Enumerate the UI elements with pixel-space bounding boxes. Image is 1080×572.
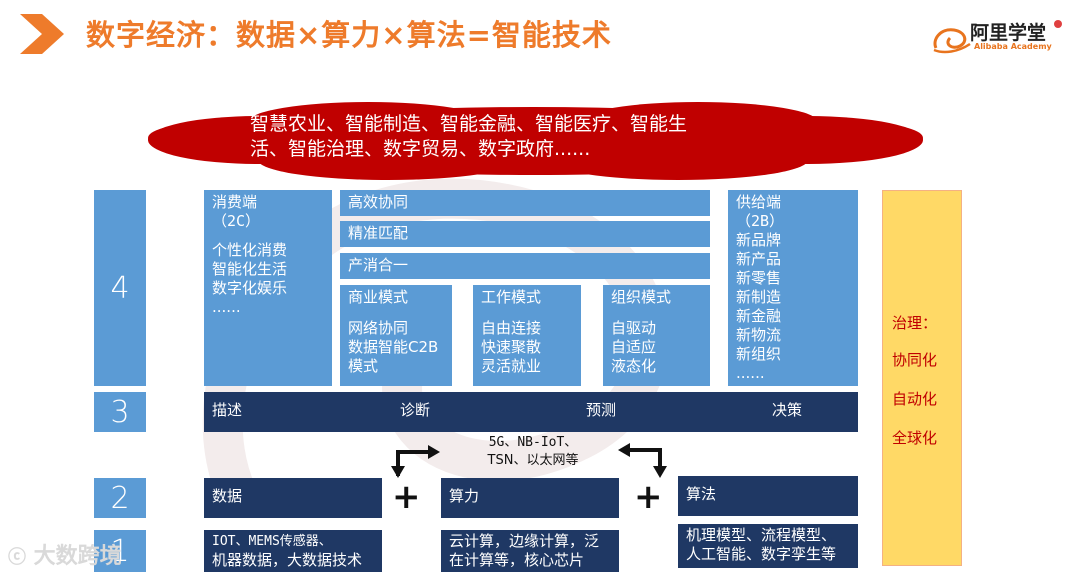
middle-row-matching: 精准匹配 (340, 221, 710, 247)
mode-item: 快速聚散 (481, 338, 542, 356)
plus-icon: + (392, 477, 421, 517)
algorithm-box: 算法 (678, 476, 858, 516)
mode-item: 自适应 (611, 338, 657, 356)
mode-item: 自驱动 (611, 319, 657, 337)
supply-item: 新零售 (736, 269, 782, 287)
analytics-bar: 描述 诊断 预测 决策 (204, 392, 858, 432)
mode-title: 组织模式 (611, 288, 672, 306)
supply-item: 新组织 (736, 345, 782, 363)
algorithm-tech-line1: 机理模型、流程模型、 (686, 526, 837, 544)
network-line2: TSN、以太网等 (487, 453, 579, 468)
cloud-text-line2: 活、智能治理、数字贸易、数字政府...... (250, 138, 591, 160)
elbow-arrow-right-icon (618, 443, 667, 478)
supply-title: 供给端 (736, 193, 782, 211)
supply-item: 新制造 (736, 288, 782, 306)
consumer-title: 消费端 (212, 193, 258, 211)
consumer-panel: 消费端 （2C） 个性化消费 智能化生活 数字化娱乐 ...... (204, 190, 332, 386)
level-2-label: 2 (94, 478, 146, 518)
algorithm-tech-box: 机理模型、流程模型、 人工智能、数字孪生等 (678, 524, 858, 568)
analytics-diagnose: 诊断 (400, 401, 431, 419)
consumer-subtitle: （2C） (212, 212, 261, 230)
middle-row-prosumer: 产消合一 (340, 253, 710, 279)
data-tech-box: IOT、MEMS传感器、 机器数据，大数据技术 (204, 530, 382, 572)
governance-item: 全球化 (892, 429, 938, 447)
page-title: 数字经济：数据×算力×算法=智能技术 (86, 18, 612, 52)
governance-title: 治理： (892, 314, 938, 332)
alibaba-logo-icon (933, 28, 971, 54)
brand-name-cn: 阿里学堂 (970, 22, 1047, 44)
cloud-text-line1: 智慧农业、智能制造、智能金融、智能医疗、智能生 (250, 113, 688, 135)
title-arrow-icon (20, 14, 66, 58)
algorithm-tech-line2: 人工智能、数字孪生等 (686, 545, 837, 563)
supply-item: 新物流 (736, 326, 782, 344)
consumer-item: ...... (212, 298, 241, 316)
mode-title: 工作模式 (481, 288, 542, 306)
governance-panel: 治理： 协同化 自动化 全球化 (882, 190, 962, 566)
watermark-text: 大数跨境 (33, 544, 122, 569)
mode-title: 商业模式 (348, 288, 409, 306)
footer-watermark: ⓒ 大数跨境 (8, 538, 122, 570)
mode-item: 模式 (348, 357, 379, 375)
governance-item: 协同化 (892, 351, 938, 369)
mode-item: 灵活就业 (481, 357, 542, 375)
mode-item: 网络协同 (348, 319, 409, 337)
level-3-label: 3 (94, 392, 146, 432)
data-box: 数据 (204, 478, 382, 518)
watermark-logo-icon: ⓒ (8, 547, 26, 568)
work-mode-panel: 工作模式 自由连接 快速聚散 灵活就业 (473, 285, 581, 386)
compute-tech-line1: 云计算，边缘计算，泛 (449, 532, 600, 550)
compute-tech-box: 云计算，边缘计算，泛 在计算等，核心芯片 (441, 530, 619, 572)
plus-icon: + (634, 477, 663, 517)
alibaba-academy-logo: 阿里学堂 Alibaba Academy (930, 18, 1062, 58)
network-line1: 5G、NB-IoT、 (488, 435, 578, 450)
consumer-item: 数字化娱乐 (212, 279, 288, 297)
analytics-decide: 决策 (772, 401, 803, 419)
org-mode-panel: 组织模式 自驱动 自适应 液态化 (603, 285, 710, 386)
brand-name-en: Alibaba Academy (974, 42, 1052, 51)
elbow-arrow-left-icon (391, 445, 440, 478)
business-mode-panel: 商业模式 网络协同 数据智能C2B 模式 (340, 285, 452, 386)
mode-item: 液态化 (611, 357, 657, 375)
analytics-predict: 预测 (586, 401, 617, 419)
supply-panel: 供给端 （2B） 新品牌 新产品 新零售 新制造 新金融 新物流 新组织 ...… (728, 190, 858, 386)
mode-item: 自由连接 (481, 319, 542, 337)
data-tech-line2: 机器数据，大数据技术 (212, 551, 363, 569)
mode-item: 数据智能C2B (348, 338, 439, 356)
governance-item: 自动化 (892, 390, 938, 408)
analytics-describe: 描述 (212, 401, 243, 419)
compute-tech-line2: 在计算等，核心芯片 (449, 551, 585, 569)
network-text: 5G、NB-IoT、 TSN、以太网等 (448, 434, 618, 470)
cloud-text: 智慧农业、智能制造、智能金融、智能医疗、智能生 活、智能治理、数字贸易、数字政府… (250, 112, 750, 162)
middle-row-collaboration: 高效协同 (340, 190, 710, 216)
supply-item: 新产品 (736, 250, 782, 268)
compute-box: 算力 (441, 478, 619, 518)
seal-icon (1054, 20, 1062, 28)
application-cloud-shape (148, 102, 923, 180)
supply-item: 新金融 (736, 307, 782, 325)
data-tech-line1: IOT、MEMS传感器、 (212, 534, 332, 549)
consumer-item: 智能化生活 (212, 260, 288, 278)
level-1-label: 1 (94, 530, 146, 572)
supply-item: 新品牌 (736, 231, 782, 249)
supply-item: ...... (736, 364, 765, 382)
supply-subtitle: （2B） (736, 212, 785, 230)
consumer-item: 个性化消费 (212, 241, 288, 259)
level-4-label: 4 (94, 190, 146, 386)
